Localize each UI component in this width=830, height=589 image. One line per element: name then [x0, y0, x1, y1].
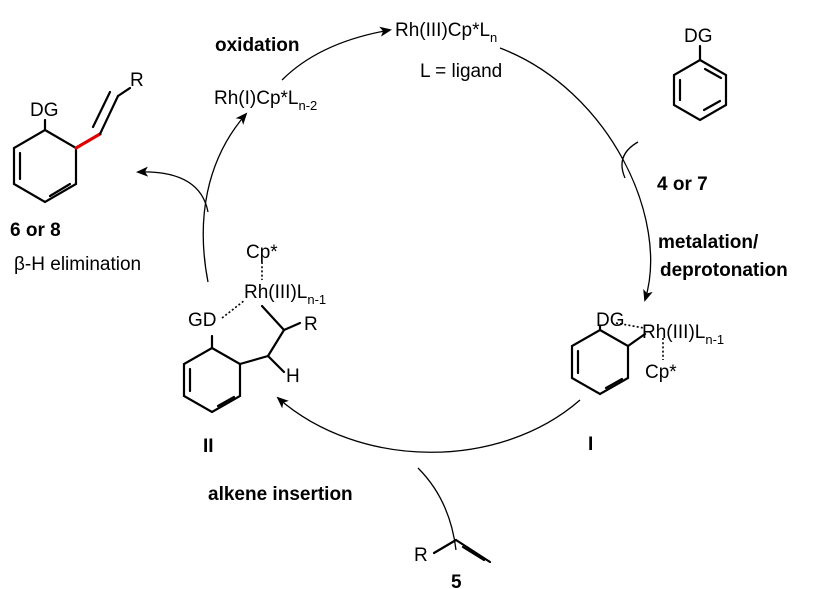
substrate-benzene — [672, 44, 728, 122]
intermediate-II-r: R — [304, 314, 318, 335]
intermediate-I-label: I — [588, 434, 593, 455]
arrow-substrate-join — [621, 141, 639, 179]
intermediate-I-metal: Rh(III)Ln-1 — [642, 322, 724, 347]
product-label: 6 or 8 — [10, 220, 61, 241]
arrow-alkene-insertion — [276, 396, 581, 453]
step-beta-elimination: β-H elimination — [14, 254, 141, 275]
intermediate-II-gd: GD — [188, 310, 217, 331]
alkene-label: 5 — [451, 572, 462, 589]
intermediate-II-cp: Cp* — [246, 242, 278, 263]
arrow-oxidation — [281, 26, 392, 81]
arrow-metalation — [499, 47, 653, 302]
top-catalyst: Rh(III)Cp*Ln — [395, 20, 497, 45]
substrate-dg: DG — [684, 26, 713, 47]
product-dg: DG — [30, 100, 59, 121]
product-new-bond — [74, 132, 102, 150]
intermediate-I-cp: Cp* — [645, 362, 677, 383]
reduced-catalyst: Rh(I)Cp*Ln-2 — [214, 88, 317, 113]
arrow-product-release — [136, 166, 209, 213]
product-r: R — [130, 70, 144, 91]
step-metalation-line1: metalation/ — [658, 232, 759, 253]
intermediate-I-dg: DG — [596, 310, 625, 331]
intermediate-II-metal: Rh(III)Ln-1 — [244, 282, 326, 307]
alkene-r: R — [414, 545, 428, 566]
substrate-label: 4 or 7 — [657, 174, 708, 195]
ligand-note: L = ligand — [420, 61, 502, 82]
intermediate-II-h: H — [286, 366, 300, 387]
step-metalation-line2: deprotonation — [660, 260, 788, 281]
arrow-beta-elimination — [202, 112, 248, 283]
step-oxidation: oxidation — [215, 35, 299, 56]
intermediate-II-structure — [182, 262, 302, 414]
intermediate-II-label: II — [203, 436, 214, 457]
step-alkene-insertion: alkene insertion — [208, 484, 353, 505]
product-structure — [12, 86, 132, 204]
intermediate-I-structure — [570, 322, 664, 396]
arrow-alkene-join — [417, 467, 457, 551]
alkene-structure — [432, 538, 492, 564]
